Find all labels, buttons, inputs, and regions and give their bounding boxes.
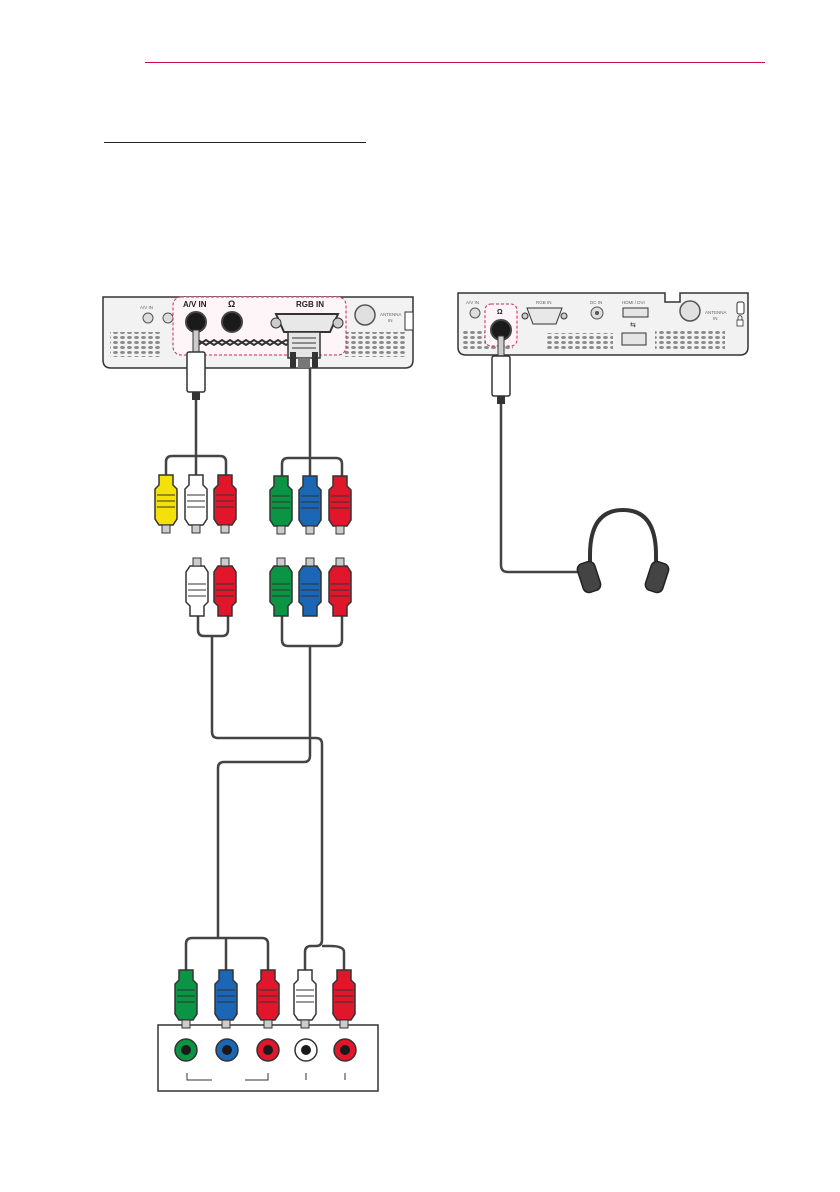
av-in-jack-unused [143, 313, 153, 323]
headphone-label: Ω [228, 299, 235, 309]
av-in-jack [186, 312, 206, 332]
rca-plug-group-bottom [175, 970, 355, 1028]
antenna-sub-label: IN [388, 318, 393, 323]
right-headphone-label: Ω [497, 309, 503, 316]
cables-left [166, 368, 344, 970]
rca-plug-group-top-av [155, 475, 236, 533]
right-antenna-label: ANTENNA [705, 310, 727, 315]
rca-plug-blue [299, 558, 321, 616]
rca-plug-red [333, 970, 355, 1028]
rca-plug-group-mid-audio [186, 558, 236, 616]
right-av-in-label: A/V IN [466, 300, 479, 305]
rca-plug-white [294, 970, 316, 1028]
right-dc-in-label: DC IN [590, 300, 602, 305]
rca-plug-red [329, 476, 351, 534]
rca-plug-red [214, 558, 236, 616]
device-jack-red [257, 1039, 279, 1061]
rca-plug-group-top-component [270, 476, 351, 534]
headphone-icon [576, 510, 670, 594]
right-rgb-in-label: RGB IN [536, 300, 552, 305]
left-av-label-faint: A/V IN [140, 305, 153, 310]
right-hdmi-label: HDMI / DVI [622, 300, 645, 305]
rca-plug-group-mid-component [270, 558, 351, 616]
antenna-label: ANTENNA [380, 312, 402, 317]
rca-plug-green [270, 558, 292, 616]
rca-plug-green [175, 970, 197, 1028]
rgb-in-label: RGB IN [296, 300, 324, 309]
rca-plug-white [186, 558, 208, 616]
right-antenna-sub-label: IN [713, 316, 718, 321]
rca-plug-blue [299, 476, 321, 534]
rca-plug-red [214, 475, 236, 533]
vga-connector-icon [276, 314, 338, 332]
rca-plug-green [270, 476, 292, 534]
vga-plug [288, 332, 320, 368]
headphone-jack [222, 312, 242, 332]
device-jack-blue [216, 1039, 238, 1061]
external-device [158, 1025, 378, 1091]
device-jack-green [175, 1039, 197, 1061]
projector-left: A/V IN A/V IN Ω RGB IN ANTENNA IN [103, 297, 413, 368]
device-jack-red-audio [334, 1039, 356, 1061]
rca-plug-yellow [155, 475, 177, 533]
rca-plug-white [185, 475, 207, 533]
rca-plug-red [329, 558, 351, 616]
av-in-label: A/V IN [183, 300, 207, 309]
rca-plug-red [257, 970, 279, 1028]
rca-plug-blue [215, 970, 237, 1028]
device-jack-white [295, 1039, 317, 1061]
headphone-cable [501, 404, 585, 572]
usb-icon: ⇆ [630, 321, 636, 329]
